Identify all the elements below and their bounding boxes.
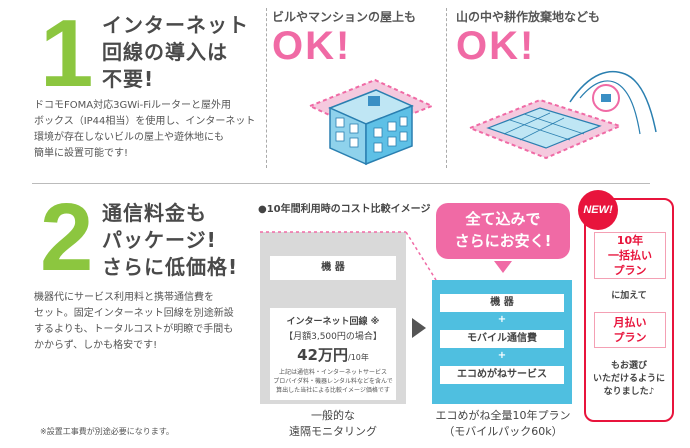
bubble-line: 全て込みで — [465, 210, 541, 228]
bubble-line: さらにお安く! — [454, 232, 552, 250]
left-caption-line: 遠隔モニタリング — [289, 425, 377, 438]
left-equipment-box: 機 器 — [270, 256, 396, 280]
panel-rooftop-title: ビルやマンションの屋上も — [272, 10, 417, 24]
right-caption-line: （モバイルパック60k） — [443, 425, 563, 438]
footnote: ※設置工事費が別途必要になります。 — [40, 427, 174, 436]
left-note: 上記は通信料・インターネットサービス プロバイダ料・機器レンタル料などを含んで … — [270, 368, 396, 395]
panel-rooftop-ok: OK! — [272, 24, 352, 68]
section2-number: 2 — [40, 184, 94, 291]
right-caption-line: エコめがね全量10年プラン — [435, 409, 571, 422]
right-equipment-box: 機 器 — [440, 294, 564, 312]
panel-field-ok: OK! — [456, 24, 536, 68]
new-badge: NEW! — [578, 190, 618, 230]
left-line-label: インターネット回線 ※ — [286, 317, 380, 327]
section2-heading: 通信料金も パッケージ! さらに低価格! — [102, 200, 238, 281]
promo-closing: もお選び いただけるように なりました♪ — [584, 360, 674, 399]
plus-icon: + — [497, 314, 507, 325]
arrow-right-icon — [412, 318, 426, 342]
plan-lump-sum-line: 一括払い — [608, 249, 652, 262]
comparison-guides — [260, 224, 440, 298]
left-line-box: インターネット回線 ※ 【月額3,500円の場合】 42万円/10年 上記は通信… — [270, 308, 396, 400]
section2-body-line: 機器代にサービス利用料と携帯通信費を — [34, 292, 214, 303]
section1-body-line: 環境が存在しないビルの屋上や遊休地にも — [34, 132, 224, 143]
section1-heading-line: 不要! — [102, 67, 155, 91]
right-mobile-box: モバイル通信費 — [440, 330, 564, 348]
section2-heading-line: 通信料金も — [102, 201, 207, 225]
section1-body-line: ドコモFOMA対応3GWi-Fiルーターと屋外用 — [34, 100, 232, 111]
plus-icon: + — [497, 350, 507, 361]
section2-body-line: セット。固定インターネット回線を別途新設 — [34, 308, 234, 319]
ecomegane-cost-column: 機 器 + モバイル通信費 + エコめがねサービス — [432, 280, 572, 404]
plan-lump-sum-line: プラン — [613, 264, 647, 277]
bubble-tail — [494, 258, 512, 277]
left-caption: 一般的な 遠隔モニタリング — [260, 408, 406, 440]
promo-closing-line: なりました♪ — [603, 387, 655, 397]
section1-heading: インターネット 回線の導入は 不要! — [102, 12, 249, 93]
panel-field-title: 山の中や耕作放棄地なども — [456, 10, 601, 24]
promo-closing-line: もお選び — [610, 361, 647, 371]
right-caption: エコめがね全量10年プラン （モバイルパック60k） — [420, 408, 586, 440]
section2-body-line: するよりも、トータルコストが明瞭で手間も — [34, 324, 234, 335]
plan-monthly-line: 月払い — [613, 316, 647, 329]
plan-lump-sum: 10年 一括払い プラン — [594, 232, 666, 279]
left-note-line: 上記は通信料・インターネットサービス — [278, 369, 387, 376]
left-note-line: 算出した当社による比較イメージ価格です — [276, 387, 390, 394]
section2-heading-line: さらに低価格! — [102, 255, 239, 279]
plan-monthly: 月払い プラン — [594, 312, 666, 348]
plan-lump-sum-line: 10年 — [616, 234, 644, 247]
general-cost-column: 機 器 インターネット回線 ※ 【月額3,500円の場合】 42万円/10年 上… — [260, 232, 406, 404]
left-note-line: プロバイダ料・機器レンタル料などを含んで — [273, 378, 393, 385]
divider-vertical — [446, 8, 447, 168]
divider-horizontal — [32, 183, 650, 184]
left-price: 42万円 — [297, 346, 348, 364]
section1-heading-line: 回線の導入は — [102, 40, 228, 64]
divider-vertical — [266, 8, 267, 168]
section1-heading-line: インターネット — [102, 13, 249, 37]
right-service-box: エコめがねサービス — [440, 366, 564, 384]
promo-joiner: に加えて — [611, 291, 647, 301]
section1-body: ドコモFOMA対応3GWi-Fiルーターと屋外用 ボックス（IP44相当）を使用… — [34, 98, 266, 162]
section2-body: 機器代にサービス利用料と携帯通信費を セット。固定インターネット回線を別途新設 … — [34, 290, 260, 354]
left-price-unit: /10年 — [348, 353, 369, 362]
building-illustration — [300, 66, 440, 170]
section2-body-line: かからず、しかも格安です! — [34, 340, 158, 351]
section1-body-line: ボックス（IP44相当）を使用し、インターネット — [34, 116, 256, 127]
section2-heading-line: パッケージ! — [102, 228, 217, 252]
left-monthly-label: 【月額3,500円の場合】 — [284, 332, 382, 342]
section1-body-line: 簡単に設置可能です! — [34, 148, 129, 159]
promo-closing-line: いただけるように — [592, 374, 665, 384]
left-caption-line: 一般的な — [311, 409, 355, 422]
field-illustration — [460, 62, 660, 174]
section1-number: 1 — [40, 0, 94, 107]
savings-bubble: 全て込みで さらにお安く! — [436, 203, 570, 259]
comparison-title: ●10年間利用時のコスト比較イメージ — [258, 204, 431, 215]
plan-monthly-line: プラン — [613, 331, 647, 344]
